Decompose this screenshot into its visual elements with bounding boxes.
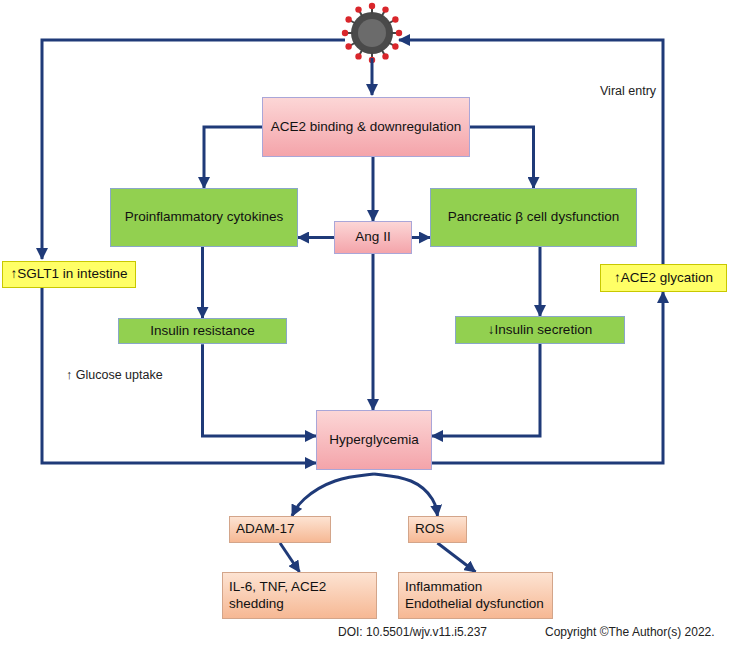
process-box: Pancreatic β cell dysfunction: [430, 188, 637, 247]
flow-arrow: [292, 474, 374, 516]
box-text: ACE2 binding & downregulation: [271, 119, 462, 135]
virus-core: [358, 19, 386, 47]
annotation-label: ↑ Glucose uptake: [66, 368, 163, 382]
virus-spike-tip: [382, 6, 388, 12]
mediator-box: ADAM-17: [229, 516, 331, 543]
annotation-label: Viral entry: [600, 84, 656, 98]
virus-spike-tip: [345, 16, 351, 22]
virus-icon: [342, 3, 402, 63]
flow-arrow: [539, 247, 542, 316]
virus-spike-tip: [392, 43, 398, 49]
flow-arrow: [280, 543, 300, 572]
virus-spike-tip: [355, 6, 361, 12]
flow-arrow: [372, 254, 375, 410]
process-box: Proinflammatory cytokines: [110, 188, 298, 247]
virus-spike-tip: [345, 43, 351, 49]
virus-arrow: [371, 58, 374, 95]
outcome-box: Hyperglycemia: [316, 410, 432, 470]
process-box: ↓Insulin secretion: [455, 316, 625, 344]
virus-spike-tip: [355, 53, 361, 59]
highlight-box: ↑SGLT1 in intestine: [2, 261, 136, 288]
flow-arrow: [432, 344, 540, 436]
highlight-box: ↑ACE2 glycation: [600, 264, 727, 292]
effect-box: IL-6, TNF, ACE2 shedding: [222, 572, 377, 619]
virus-spike-tip: [396, 30, 402, 36]
flow-arrow: [372, 157, 375, 221]
flow-arrow: [42, 288, 316, 463]
flow-arrow: [470, 127, 534, 188]
flow-arrow: [374, 474, 438, 516]
flow-arrow: [204, 127, 262, 188]
copyright-label: Copyright ©The Author(s) 2022.: [545, 625, 715, 639]
virus-spike-tip: [342, 30, 348, 36]
box-text: ↓Insulin secretion: [488, 322, 592, 338]
doi-label: DOI: 10.5501/wjv.v11.i5.237: [338, 625, 487, 639]
flow-arrow: [438, 543, 476, 572]
process-box: ACE2 binding & downregulation: [262, 97, 470, 157]
virus-body: [351, 12, 393, 54]
virus-spike-tip: [369, 3, 375, 9]
box-text: Pancreatic β cell dysfunction: [448, 209, 619, 225]
flow-arrow: [203, 344, 317, 436]
virus-spike-tip: [382, 53, 388, 59]
box-text: Proinflammatory cytokines: [125, 209, 283, 225]
box-text: Insulin resistance: [150, 323, 254, 339]
flow-arrow: [412, 236, 430, 239]
box-text: ROS: [415, 521, 444, 537]
box-text: IL-6, TNF, ACE2 shedding: [229, 579, 370, 611]
box-text: ↑SGLT1 in intestine: [11, 266, 128, 282]
virus-spike-tip: [392, 16, 398, 22]
box-text: Inflammation Endothelial dysfunction: [405, 579, 546, 611]
process-box: Insulin resistance: [118, 318, 287, 344]
layout-wires: [42, 40, 663, 264]
flow-arrow: [298, 236, 334, 239]
flow-arrow: [201, 247, 204, 318]
flow-arrow: [432, 292, 663, 463]
box-text: Hyperglycemia: [329, 432, 418, 448]
mediator-box: Ang II: [334, 221, 412, 254]
box-text: ADAM-17: [236, 521, 295, 537]
box-text: ↑ACE2 glycation: [614, 270, 713, 286]
box-text: Ang II: [355, 229, 390, 245]
effect-box: Inflammation Endothelial dysfunction: [398, 572, 553, 619]
mediator-box: ROS: [408, 516, 467, 543]
